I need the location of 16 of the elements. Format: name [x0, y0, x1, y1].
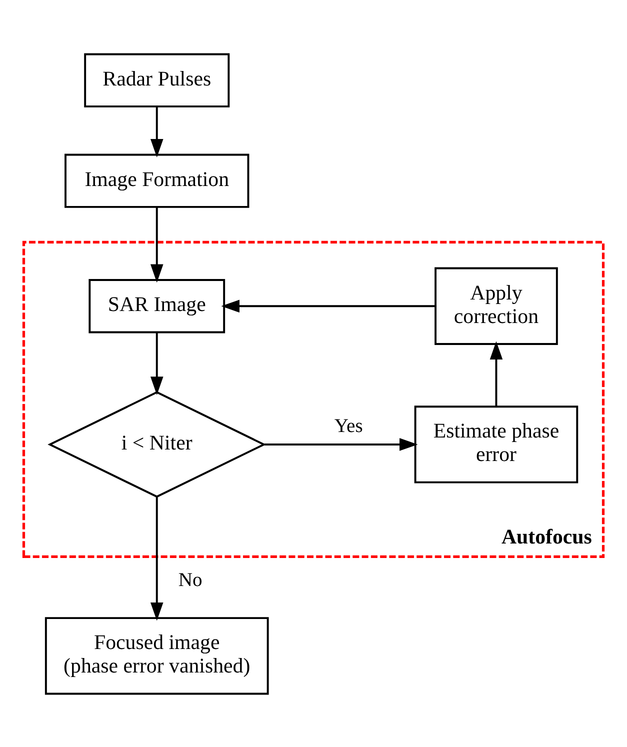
node-box: Radar Pulses [84, 52, 230, 107]
node-box: Apply correction [434, 266, 558, 344]
node-box: Focused image (phase error vanished) [44, 616, 269, 694]
arrow [264, 438, 418, 450]
arrow [150, 206, 164, 282]
arrow [150, 332, 164, 394]
arrow [490, 340, 503, 406]
node-box: SAR Image [88, 278, 226, 333]
arrow [150, 496, 164, 620]
edge-label: Yes [334, 416, 363, 437]
arrow [221, 299, 436, 312]
edge-label: No [178, 570, 202, 591]
arrow [150, 106, 164, 157]
node-box: Image Formation [64, 153, 250, 208]
node-diamond: i < Niter [48, 390, 266, 498]
node-box: Estimate phase error [414, 405, 578, 483]
